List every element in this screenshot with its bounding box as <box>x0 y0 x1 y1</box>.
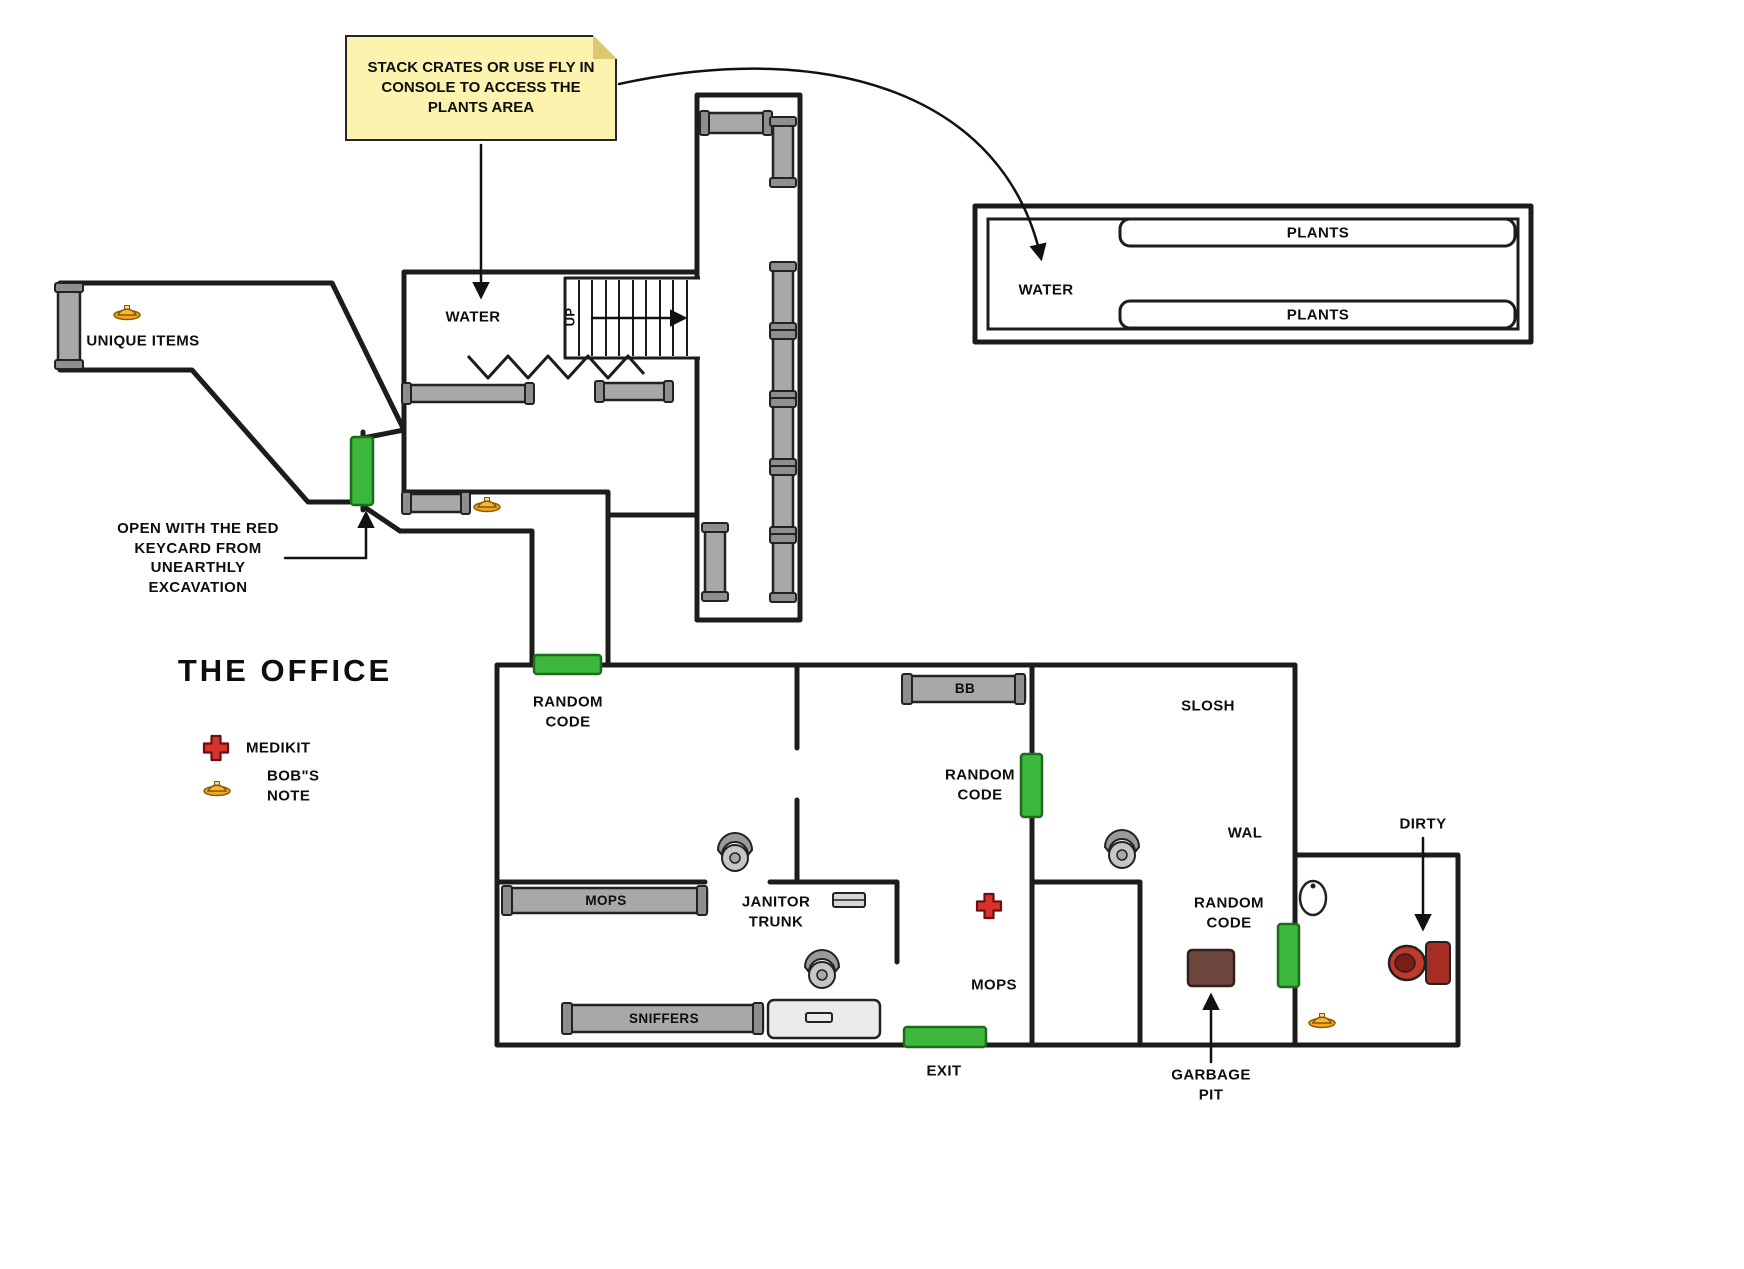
stairs-up-label: UP <box>562 307 578 327</box>
crate-corridor-left <box>701 522 729 602</box>
plants-room <box>972 203 1534 345</box>
janitor-desk <box>766 998 882 1040</box>
exit-label: EXIT <box>926 1062 962 1080</box>
note-to-plants-arrow <box>617 67 1047 262</box>
sniffers-shelf <box>561 1002 765 1035</box>
sticky-note-fold <box>593 35 617 59</box>
mops-shelf-label: MOPS <box>585 893 627 909</box>
office-inner-walls <box>494 662 1143 1048</box>
garbage-pit-label: GARBAGE PIT <box>1171 1066 1251 1104</box>
planter-top-label: PLANTS <box>1286 224 1350 242</box>
map-title: THE OFFICE <box>177 652 393 688</box>
mops-shelf <box>501 885 709 916</box>
exit-door <box>902 1025 988 1049</box>
legend-bobs-note-label: BOB"S NOTE <box>267 767 320 805</box>
bobs-note-icon-hall <box>473 496 501 513</box>
planter-top <box>1118 217 1517 248</box>
plants-water-label: WATER <box>1018 281 1074 299</box>
planter-bottom <box>1118 299 1517 330</box>
janitor-trunk-label: JANITOR TRUNK <box>741 893 811 931</box>
crate-column-4 <box>769 465 797 537</box>
crate-column-5 <box>769 533 797 603</box>
sticky-note-text: STACK CRATES OR USE FLY IN CONSOLE TO AC… <box>367 58 595 117</box>
mops-floor-label: MOPS <box>971 976 1017 994</box>
bb-shelf <box>901 673 1027 705</box>
bobs-note-icon-legend <box>203 780 231 797</box>
janitor-trunk-icon <box>832 892 866 908</box>
crate-corridor-top <box>699 110 773 136</box>
crate-water-room-1 <box>401 382 535 405</box>
office-outer-walls <box>494 662 1298 1048</box>
crate-unique-items <box>54 282 84 370</box>
dirty-label: DIRTY <box>1399 815 1447 833</box>
slosh-label: SLOSH <box>1181 697 1235 715</box>
sink-icon <box>1298 879 1328 917</box>
bb-shelf-label: BB <box>954 681 976 697</box>
slosh-room-chair-icon <box>1104 829 1140 869</box>
crate-hall <box>401 491 471 515</box>
medikit-icon-legend <box>202 734 230 762</box>
stairs <box>563 276 700 360</box>
crate-column-3 <box>769 397 797 469</box>
crate-water-room-2 <box>594 380 674 403</box>
office-chair-icon <box>717 832 753 872</box>
unique-items-label: UNIQUE ITEMS <box>86 332 200 350</box>
random-code-door-top <box>532 653 603 676</box>
crate-column-1 <box>769 261 797 333</box>
toilet <box>1387 941 1451 985</box>
sniffers-shelf-label: SNIFFERS <box>629 1011 699 1027</box>
north-corridor-walls <box>694 92 803 623</box>
wal-label: WAL <box>1227 824 1263 842</box>
random-code-top-label: RANDOM CODE <box>533 693 603 731</box>
crate-column-0 <box>769 116 797 188</box>
random-code-door-mid <box>1019 752 1044 819</box>
keycard-note-arrow <box>283 510 375 560</box>
garbage-pit <box>1186 948 1236 988</box>
keycard-note-text: OPEN WITH THE RED KEYCARD FROM UNEARTHLY… <box>117 520 279 596</box>
bobs-note-icon-unique-items <box>113 304 141 321</box>
random-code-right-label: RANDOM CODE <box>1194 894 1264 932</box>
random-code-door-bathroom <box>1276 922 1301 989</box>
desk-chair-icon <box>804 949 840 989</box>
sticky-note: STACK CRATES OR USE FLY IN CONSOLE TO AC… <box>345 35 617 141</box>
water-room-label: WATER <box>445 308 501 326</box>
random-code-mid-label: RANDOM CODE <box>945 766 1015 804</box>
crate-column-2 <box>769 329 797 401</box>
planter-bottom-label: PLANTS <box>1286 306 1350 324</box>
keycard-door <box>349 435 375 507</box>
water-edge-zigzag <box>466 354 646 380</box>
legend-medikit-label: MEDIKIT <box>246 739 311 757</box>
